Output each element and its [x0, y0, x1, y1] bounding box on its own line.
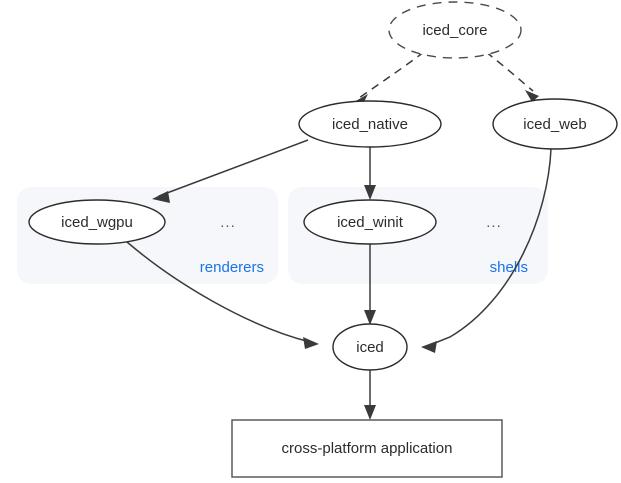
- cluster-shells-label: shells: [490, 259, 528, 276]
- node-iced-native-shape[interactable]: [298, 100, 442, 148]
- edge-iced-core-to-iced-native-line: [358, 51, 425, 99]
- edge-iced-to-application: [364, 370, 376, 420]
- node-iced-label: iced: [356, 339, 384, 356]
- node-iced-winit-label: iced_winit: [337, 214, 404, 231]
- edge-iced-to-application-arrowhead: [364, 405, 376, 420]
- node-iced-web[interactable]: iced_web: [492, 98, 618, 150]
- node-iced-winit-shape[interactable]: [303, 199, 437, 245]
- node-iced-core-label: iced_core: [422, 22, 487, 39]
- edge-iced-native-to-iced-winit-arrowhead: [364, 185, 376, 200]
- edge-iced-winit-to-iced-arrowhead: [364, 310, 376, 325]
- edge-iced-native-to-iced-wgpu-line: [158, 139, 309, 197]
- edge-iced-core-to-iced-web-line: [485, 51, 534, 92]
- cluster-renderers-ellipsis: ...: [220, 214, 236, 231]
- edge-iced-core-to-iced-web-arrowhead: [525, 90, 539, 102]
- node-iced-core-shape[interactable]: [388, 1, 522, 59]
- edge-iced-core-to-iced-native: [354, 51, 425, 106]
- edge-iced-wgpu-to-iced: [126, 241, 319, 349]
- node-iced-native[interactable]: iced_native: [298, 100, 442, 148]
- node-iced-core[interactable]: iced_core: [388, 1, 522, 59]
- node-iced[interactable]: iced: [332, 323, 408, 371]
- cluster-shells-ellipsis: ...: [486, 214, 502, 231]
- node-iced-shape[interactable]: [332, 323, 408, 371]
- edge-iced-native-to-iced-wgpu: [152, 139, 309, 203]
- node-cross-platform-application-label: cross-platform application: [282, 440, 453, 457]
- edge-iced-native-to-iced-wgpu-arrowhead: [152, 191, 170, 203]
- edge-iced-winit-to-iced: [364, 244, 376, 325]
- node-iced-wgpu-label: iced_wgpu: [61, 214, 133, 231]
- node-iced-web-shape[interactable]: [492, 98, 618, 150]
- edge-iced-core-to-iced-web: [485, 51, 539, 102]
- node-iced-winit[interactable]: iced_winit: [303, 199, 437, 245]
- edge-iced-native-to-iced-winit: [364, 147, 376, 200]
- edge-iced-web-to-iced: [421, 148, 552, 353]
- edge-iced-wgpu-to-iced-arrowhead: [303, 337, 319, 349]
- node-cross-platform-application[interactable]: cross-platform application: [231, 419, 503, 478]
- edge-iced-wgpu-to-iced-line: [126, 241, 311, 343]
- node-iced-wgpu[interactable]: iced_wgpu: [28, 199, 166, 245]
- cluster-renderers-label: renderers: [200, 259, 264, 276]
- edge-iced-web-to-iced-line: [429, 148, 552, 346]
- node-iced-native-label: iced_native: [332, 116, 408, 133]
- node-cross-platform-application-shape[interactable]: [231, 419, 503, 478]
- edge-iced-web-to-iced-arrowhead: [421, 341, 437, 353]
- node-iced-web-label: iced_web: [523, 116, 586, 133]
- node-iced-wgpu-shape[interactable]: [28, 199, 166, 245]
